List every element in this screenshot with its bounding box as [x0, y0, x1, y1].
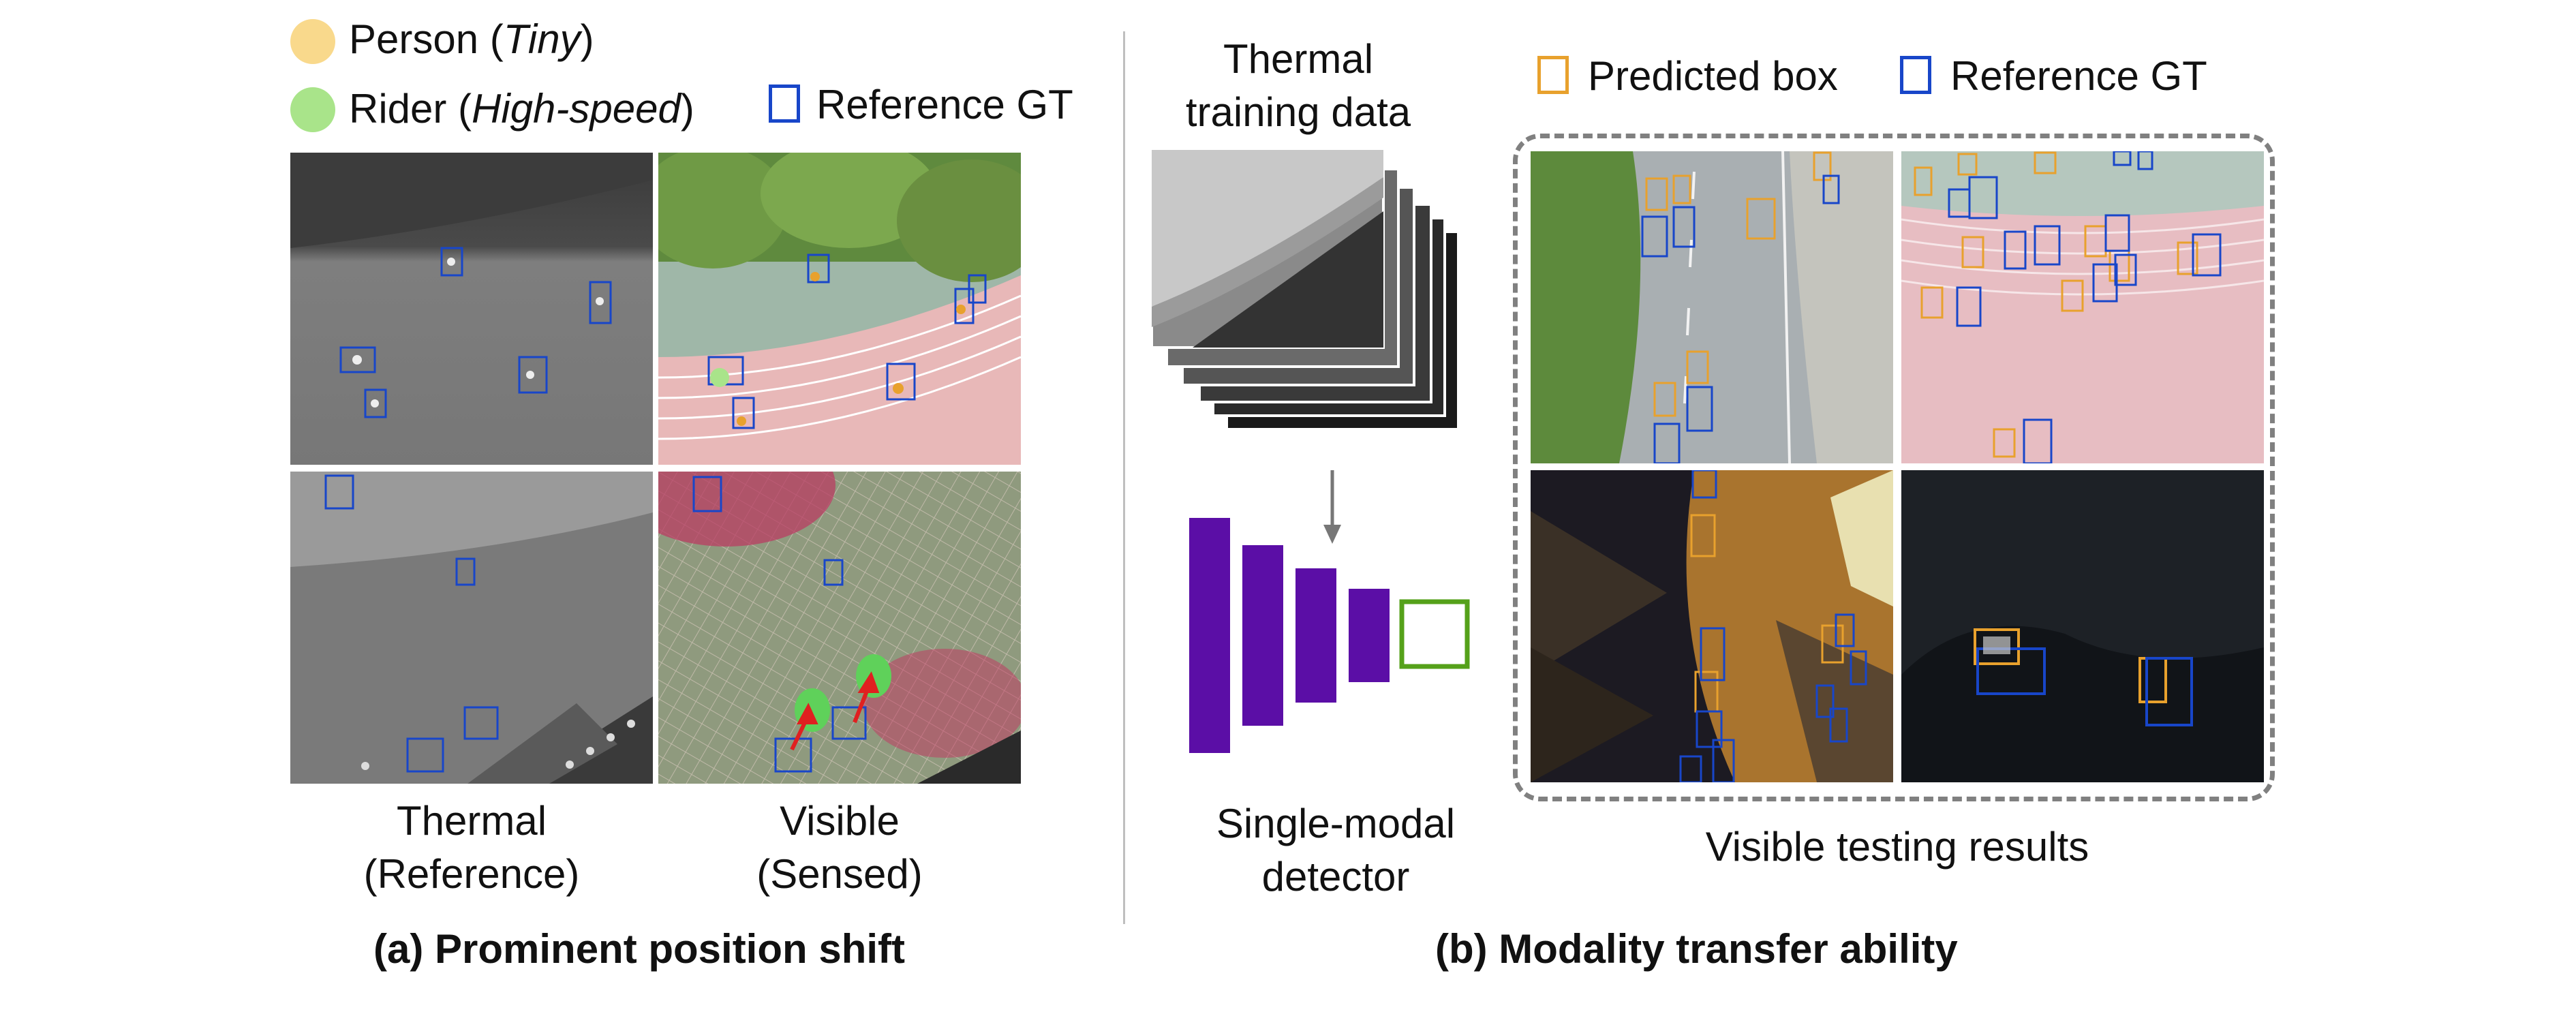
panel-divider [1123, 31, 1125, 924]
single-modal-detector-icon [1189, 518, 1475, 756]
result-image-street-day [1531, 151, 1893, 463]
results-dashed-frame [1513, 134, 2275, 801]
rider-legend-marker [290, 87, 335, 132]
predicted-box-legend-label: Predicted box [1588, 53, 1838, 99]
down-arrow-icon [1322, 470, 1343, 545]
reference-gt-legend-marker-b [1900, 56, 1931, 94]
result-image-track-day [1901, 151, 2264, 463]
result-image-night-plaza [1531, 470, 1893, 782]
visible-image-top [658, 153, 1021, 465]
result-image-night-dark [1901, 470, 2264, 782]
panel-b-title: (b) Modality transfer ability [1435, 926, 1958, 972]
thermal-image-bottom [290, 472, 653, 784]
thermal-image-top [290, 153, 653, 465]
reference-gt-legend-label-a: Reference GT [816, 82, 1073, 127]
reference-gt-legend-marker-a [769, 84, 800, 123]
visible-image-bottom [658, 472, 1021, 784]
person-legend-marker [290, 19, 335, 64]
predicted-box-legend-marker [1537, 56, 1569, 94]
thermal-reference-caption: Thermal(Reference) [363, 798, 580, 897]
visible-sensed-caption: Visible(Sensed) [756, 798, 923, 897]
visible-testing-results-caption: Visible testing results [1705, 824, 2089, 870]
reference-gt-legend-label-b: Reference GT [1950, 53, 2207, 99]
training-image-stack [1150, 149, 1472, 436]
person-legend-label: Person (Tiny) [349, 16, 594, 62]
rider-legend-label: Rider (High-speed) [349, 86, 694, 132]
panel-a-title: (a) Prominent position shift [373, 926, 905, 972]
